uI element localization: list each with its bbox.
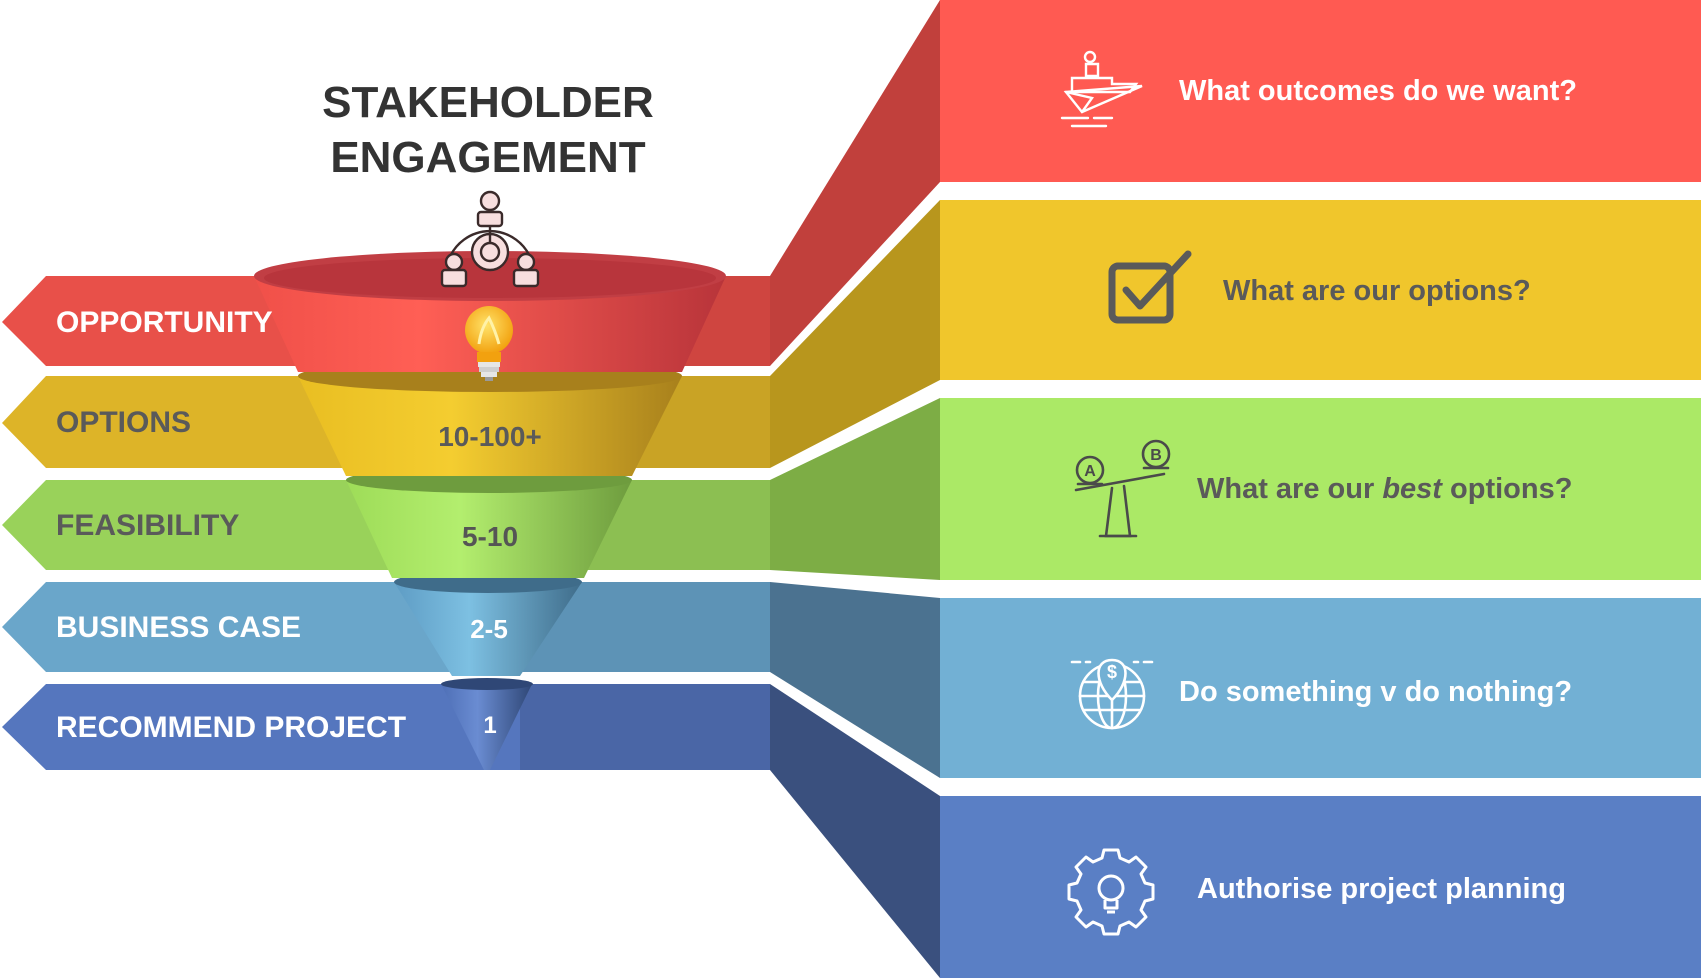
ribbon-yellow [770,200,940,468]
panel-authorise [940,796,1701,978]
balance-scale-icon: A B [1074,439,1171,538]
count-recommend-project: 1 [483,712,496,739]
funnel-tier-recommend [441,684,532,770]
funnel [254,251,726,770]
answer-best-options: What are our best options? [1197,473,1572,505]
answer-outcomes: What outcomes do we want? [1179,75,1577,107]
title-line-1: STAKEHOLDER [322,78,654,127]
right-panels [940,0,1701,978]
funnel-tier-business-case [394,582,582,676]
panel-options [940,200,1701,380]
team-network-icon [440,190,540,288]
svg-text:$: $ [1107,662,1117,682]
answer-best-options-emphasis: best [1382,473,1443,505]
label-business-case: BUSINESS CASE [56,611,301,644]
panel-best-options [940,398,1701,580]
label-feasibility: FEASIBILITY [56,509,239,542]
checkbox-icon [1108,250,1192,324]
ribbon-green [770,398,940,580]
stage-answers: What outcomes do we want? What are our o… [1179,75,1577,905]
answer-best-options-part-3: options? [1442,473,1572,505]
answer-options: What are our options? [1223,275,1531,307]
funnel-rim-recommend [441,678,533,690]
paper-plane-icon [1060,50,1143,128]
svg-text:A: A [1084,463,1096,480]
arrow-shadow-navy [520,684,770,770]
label-recommend-project: RECOMMEND PROJECT [56,711,406,744]
funnel-rim-opportunity-inner [264,258,716,298]
title-line-2: ENGAGEMENT [330,133,645,182]
connector-ribbons [770,0,940,978]
ribbon-red [770,0,940,366]
label-options: OPTIONS [56,406,191,439]
panel-do-something [940,598,1701,778]
answer-authorise: Authorise project planning [1197,873,1566,905]
svg-text:B: B [1150,447,1162,464]
gear-lightbulb-icon [1067,848,1155,936]
ribbon-navy [770,684,940,978]
funnel-tier-options [298,376,682,476]
funnel-tier-feasibility [346,480,632,578]
stage-labels: OPPORTUNITY OPTIONS FEASIBILITY BUSINESS… [56,306,406,744]
count-business-case: 2-5 [470,614,508,644]
count-feasibility: 5-10 [462,521,518,552]
answer-do-something: Do something v do nothing? [1179,676,1572,708]
funnel-counts: 10-100+ 5-10 2-5 1 [438,421,542,739]
title-block: STAKEHOLDER ENGAGEMENT [322,78,654,182]
lightbulb-icon [465,306,513,381]
answer-best-options-part-1: What are our [1197,473,1382,505]
count-options: 10-100+ [438,421,542,452]
label-opportunity: OPPORTUNITY [56,306,273,339]
globe-dollar-pin-icon: $ [1070,658,1154,730]
ribbon-blue [770,582,940,778]
